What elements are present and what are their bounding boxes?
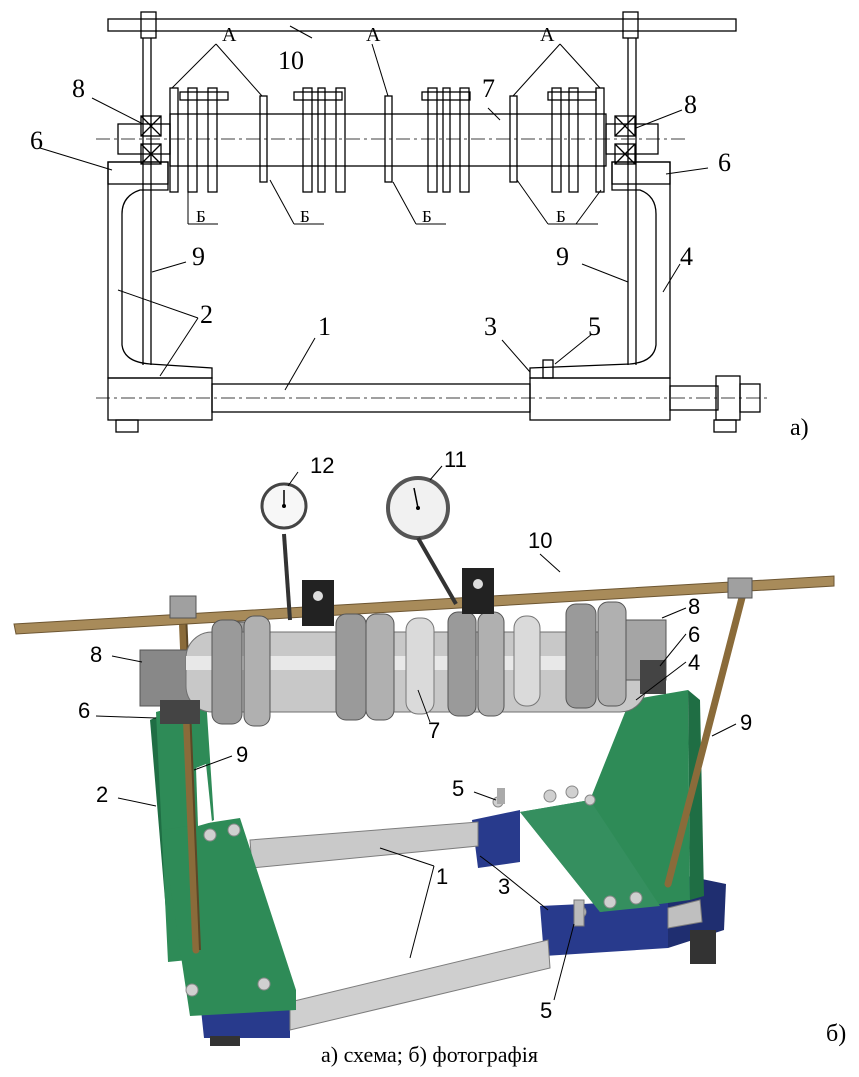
rear-block	[472, 810, 520, 868]
right-clamp	[622, 11, 639, 39]
subfigure-label-b: б)	[826, 1021, 847, 1047]
part-label-1: 1	[318, 312, 331, 341]
left-clamp	[140, 11, 157, 39]
front-block	[540, 900, 668, 956]
dial-indicators	[260, 476, 494, 626]
part-label-8: 8	[688, 594, 701, 619]
part-label-11: 11	[444, 447, 467, 472]
top-rod	[13, 575, 835, 635]
plane-label-a: А	[222, 24, 237, 46]
part-label-4: 4	[688, 650, 701, 675]
part-label-5: 5	[588, 312, 601, 341]
part-label-5: 5	[540, 998, 553, 1023]
part-label-8: 8	[72, 74, 85, 103]
part-label-6: 6	[688, 622, 701, 647]
right-green-support	[520, 690, 704, 912]
base-label-b: Б	[422, 207, 432, 226]
part-label-9: 9	[556, 242, 569, 271]
part-label-4: 4	[680, 242, 693, 271]
part-label-9: 9	[740, 710, 753, 735]
part-label-7: 7	[482, 74, 495, 103]
shaft-assembly	[139, 601, 667, 727]
part-label-8: 8	[90, 642, 103, 667]
part-label-2: 2	[200, 300, 213, 329]
right-support	[529, 161, 671, 379]
subfigure-label-a: а)	[790, 415, 809, 441]
plane-label-a: А	[366, 24, 381, 46]
part-label-6: 6	[30, 126, 43, 155]
part-label-8: 8	[684, 90, 697, 119]
part-label-9: 9	[192, 242, 205, 271]
part-label-7: 7	[428, 718, 441, 743]
left-support	[107, 161, 213, 379]
part-label-3: 3	[498, 874, 511, 899]
part-label-5: 5	[452, 776, 465, 801]
part-label-10: 10	[528, 528, 553, 553]
part-label-6: 6	[718, 148, 731, 177]
part-label-10: 10	[278, 46, 304, 75]
base-label-b: Б	[556, 207, 566, 226]
part-label-12: 12	[310, 453, 335, 478]
part-label-6: 6	[78, 698, 91, 723]
part-label-1: 1	[436, 864, 449, 889]
base-label-b: Б	[300, 207, 310, 226]
figure-caption: а) схема; б) фотографія	[320, 1042, 538, 1067]
top-bar	[107, 18, 737, 32]
part-label-9: 9	[236, 742, 249, 767]
part-label-2: 2	[96, 782, 109, 807]
plane-label-a: А	[540, 24, 555, 46]
base-label-b: Б	[196, 207, 206, 226]
part-label-3: 3	[484, 312, 497, 341]
